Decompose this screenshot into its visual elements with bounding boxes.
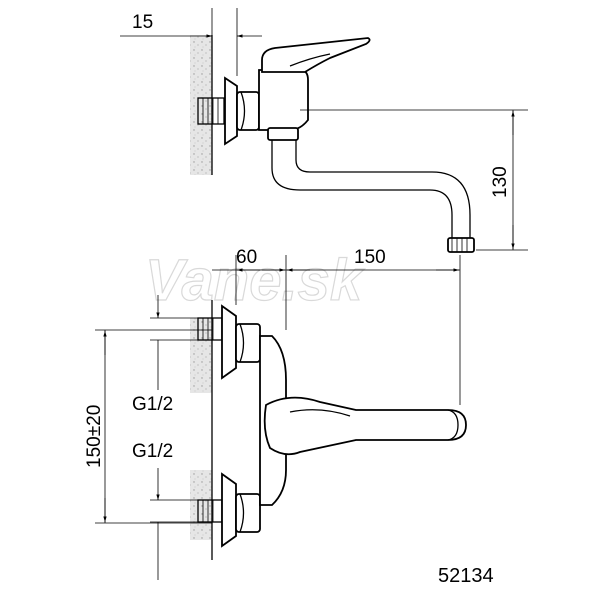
dimension-wall-offset: 15 xyxy=(120,8,262,76)
dimension-spout-height: 130 xyxy=(300,109,528,251)
thread-labels: G1/2 G1/2 xyxy=(132,295,200,580)
front-view xyxy=(190,300,467,560)
watermark-text: Vane.sk xyxy=(145,248,365,313)
dimension-130-label: 130 xyxy=(490,166,511,198)
thread-label-upper: G1/2 xyxy=(132,394,173,415)
dimension-horizontal-reach: 60 150 xyxy=(212,247,461,405)
wall-section-upper xyxy=(190,318,212,393)
dimension-150-label: 150 xyxy=(354,247,386,268)
dimension-15-label: 15 xyxy=(132,12,153,33)
dimension-connection-spacing: 150±20 xyxy=(84,329,212,524)
wall-section-lower xyxy=(190,470,212,540)
dimension-60-label: 60 xyxy=(236,247,257,268)
thread-label-lower: G1/2 xyxy=(132,441,173,462)
wall-section-top xyxy=(190,35,212,175)
dimension-150pm20-label: 150±20 xyxy=(84,405,105,468)
product-code: 52134 xyxy=(438,565,494,587)
side-view xyxy=(190,35,475,253)
